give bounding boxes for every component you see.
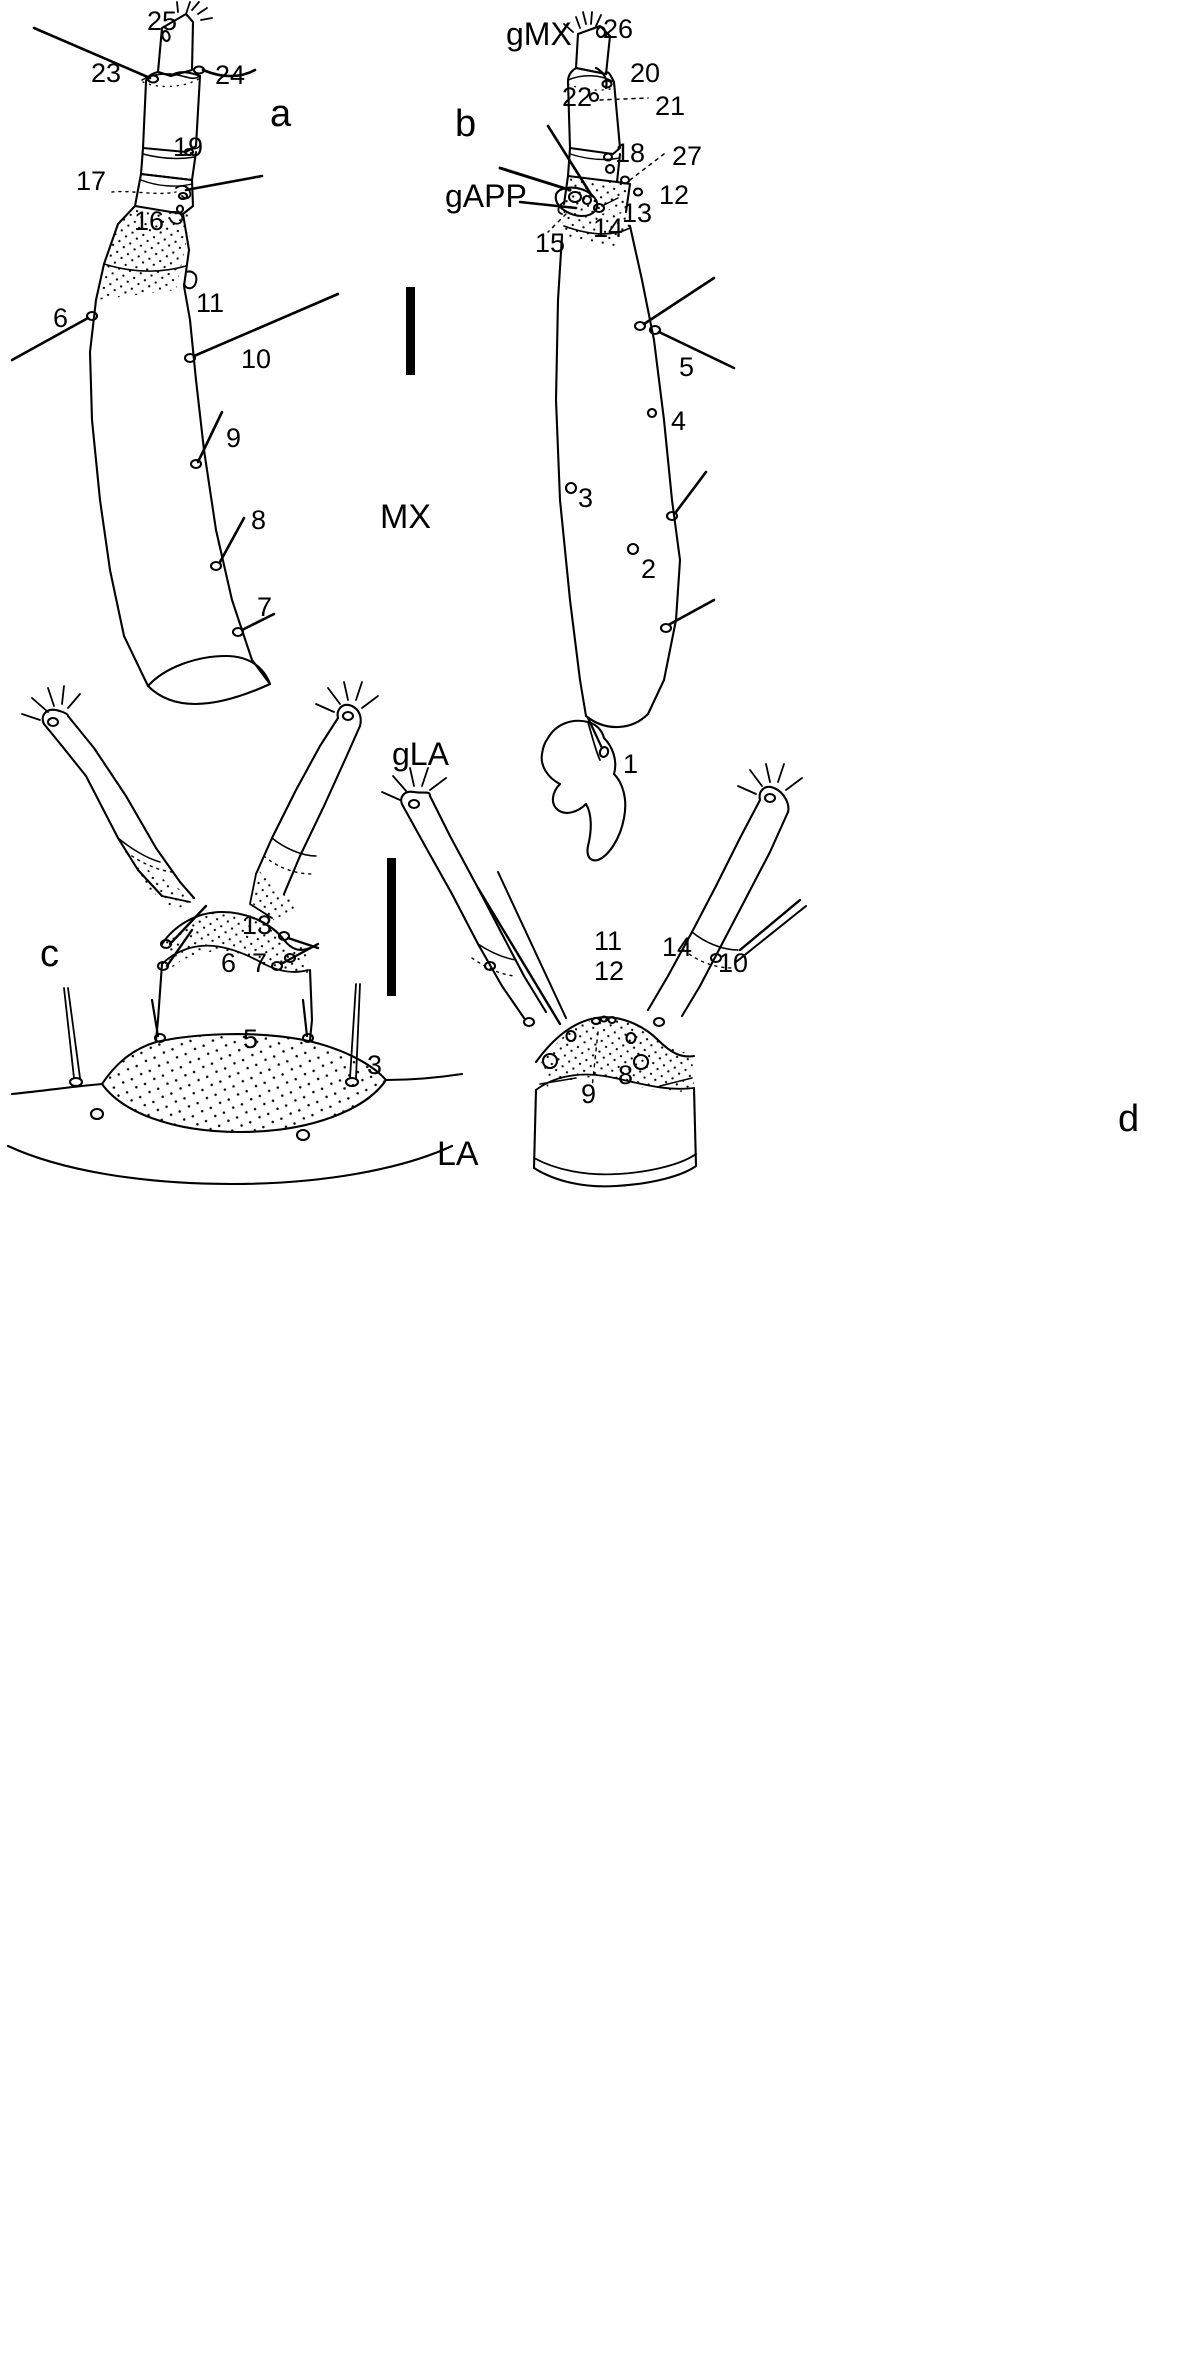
sensillum-label-c-6: 6 bbox=[221, 948, 237, 978]
sensillum-label-b-3: 3 bbox=[578, 483, 594, 513]
sensillum-label-b-20: 20 bbox=[630, 58, 661, 88]
sensillum-label-b-5: 5 bbox=[679, 352, 695, 382]
sensillum-label-b-22: 22 bbox=[562, 82, 593, 112]
group-label-gmx: gMX bbox=[506, 16, 572, 52]
sensillum-label-b-13: 13 bbox=[622, 198, 653, 228]
sensillum-label-a-16: 16 bbox=[134, 206, 165, 236]
sensillum-label-b-27: 27 bbox=[672, 141, 703, 171]
sensillum-label-d-10: 10 bbox=[718, 948, 749, 978]
sensillum-label-a-25: 25 bbox=[147, 6, 178, 36]
sensillum-label-c-3: 3 bbox=[367, 1050, 383, 1080]
scale-bar-bottom bbox=[387, 858, 396, 996]
sensillum-label-a-23: 23 bbox=[91, 58, 122, 88]
sensillum-label-b-2: 2 bbox=[641, 554, 657, 584]
sensillum-label-b-15: 15 bbox=[535, 228, 566, 258]
panel-label-b: b bbox=[455, 103, 477, 145]
sensillum-label-a-9: 9 bbox=[226, 423, 242, 453]
group-label-gapp: gAPP bbox=[445, 178, 527, 214]
group-label-gla: gLA bbox=[392, 736, 449, 772]
sensillum-label-a-7: 7 bbox=[257, 592, 273, 622]
sensillum-label-c-13: 13 bbox=[242, 910, 273, 940]
sensillum-label-b-21: 21 bbox=[655, 91, 686, 121]
sensillum-label-b-14: 14 bbox=[593, 213, 624, 243]
sensillum-label-b-12: 12 bbox=[659, 180, 690, 210]
sensillum-label-d-11: 11 bbox=[594, 926, 623, 956]
sensillum-label-d-9: 9 bbox=[581, 1079, 597, 1109]
sensillum-label-c-7: 7 bbox=[252, 948, 268, 978]
sensillum-label-a-11: 11 bbox=[196, 288, 225, 318]
sensillum-label-a-8: 8 bbox=[251, 505, 267, 535]
organ-label-mx: MX bbox=[380, 498, 431, 536]
sensillum-label-a-6: 6 bbox=[53, 303, 69, 333]
sensillum-label-d-8: 8 bbox=[618, 1060, 634, 1090]
sensillum-label-c-5: 5 bbox=[243, 1024, 259, 1054]
scale-bars bbox=[387, 287, 415, 996]
panel-label-c: c bbox=[40, 933, 59, 975]
panel-c-drawing bbox=[6, 681, 464, 1186]
sensillum-label-d-14: 14 bbox=[662, 932, 693, 962]
sensillum-label-a-24: 24 bbox=[215, 60, 246, 90]
sensillum-label-b-18: 18 bbox=[615, 138, 646, 168]
panel-a-drawing bbox=[10, 1, 340, 705]
panel-d-drawing bbox=[381, 763, 807, 1188]
sensillum-label-a-17: 17 bbox=[76, 166, 107, 196]
panel-b-drawing bbox=[498, 11, 736, 862]
sensillum-label-d-12: 12 bbox=[594, 956, 625, 986]
scale-bar-top bbox=[406, 287, 415, 375]
panel-label-d: d bbox=[1118, 1098, 1140, 1140]
sensillum-label-b-1: 1 bbox=[623, 749, 639, 779]
organ-label-la: LA bbox=[437, 1135, 479, 1173]
sensillum-label-a-19: 19 bbox=[173, 132, 204, 162]
sensillum-label-b-4: 4 bbox=[671, 406, 687, 436]
sensillum-label-a-10: 10 bbox=[241, 344, 272, 374]
sensillum-label-b-26: 26 bbox=[603, 14, 634, 44]
panel-label-a: a bbox=[270, 93, 292, 135]
